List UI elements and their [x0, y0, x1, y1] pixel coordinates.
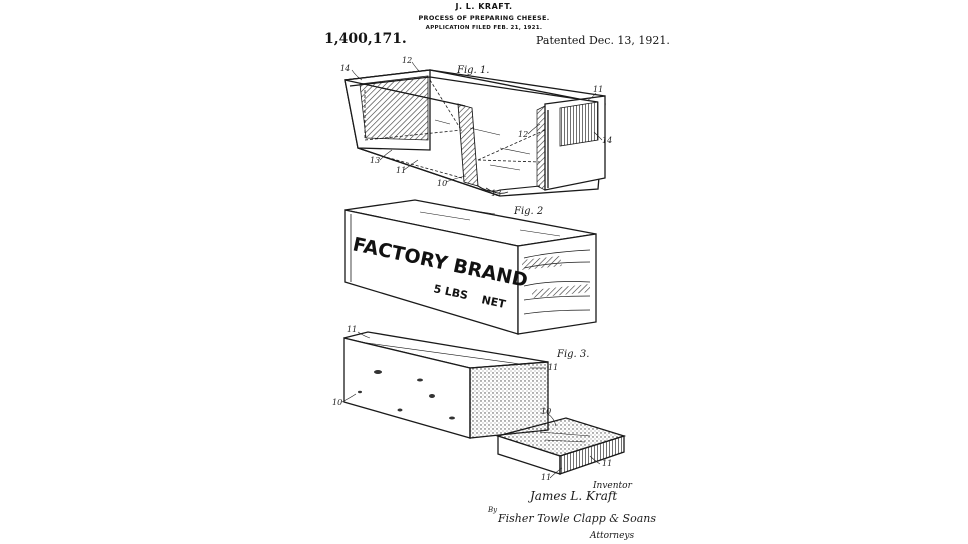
- fig1-ref-14b: 14: [602, 136, 612, 145]
- fig2-label: Fig. 2: [513, 206, 543, 217]
- attorneys-signature: Fisher Towle Clapp & Soans: [497, 512, 656, 525]
- figure-3-cheese-block: [343, 331, 549, 439]
- header-filed-date: APPLICATION FILED FEB. 21, 1921.: [425, 25, 543, 31]
- figure-2-box: [344, 199, 597, 335]
- by-caption: By: [487, 506, 498, 514]
- header-title: PROCESS OF PREPARING CHEESE.: [418, 14, 550, 22]
- attorneys-caption: Attorneys: [589, 531, 635, 541]
- fig3-label: Fig. 3.: [556, 349, 589, 360]
- fig3-ref-10a: 10: [332, 398, 342, 407]
- inventor-signature: James L. Kraft: [527, 489, 617, 503]
- leader-lines: [341, 61, 603, 479]
- figure-1-reference-labels: 14 12 11 12 14 13 11 10 13 Fig. 1.: [340, 56, 612, 198]
- fig3-ref-10b: 10: [541, 407, 551, 416]
- fig3-ref-11c: 11: [541, 473, 551, 482]
- fig1-ref-13a: 13: [370, 156, 380, 165]
- fig3-ref-11a: 11: [347, 325, 357, 334]
- figure-3-cheese-slice: [495, 417, 627, 475]
- fig3-ref-11b: 11: [548, 363, 558, 372]
- fig1-ref-12b: 12: [518, 130, 528, 139]
- figure-3-reference-labels: 11 11 10 10 11 11 Fig. 3.: [332, 325, 612, 482]
- fig1-ref-13b: 13: [491, 189, 501, 198]
- fig1-ref-11a: 11: [593, 85, 603, 94]
- patent-number: 1,400,171.: [324, 31, 407, 47]
- signature-block: Inventor James L. Kraft By Fisher Towle …: [487, 481, 656, 541]
- patent-date: Patented Dec. 13, 1921.: [536, 34, 670, 47]
- fig2-net: NET: [480, 293, 507, 311]
- fig1-ref-14a: 14: [340, 64, 350, 73]
- fig1-ref-12a: 12: [402, 56, 412, 65]
- inventor-caption: Inventor: [592, 481, 633, 491]
- figure-1-box: [344, 69, 606, 197]
- fig1-ref-11b: 11: [396, 166, 406, 175]
- header-inventor-name: J. L. KRAFT.: [455, 2, 513, 11]
- fig1-ref-10: 10: [437, 179, 447, 188]
- fig3-ref-11d: 11: [602, 459, 612, 468]
- fig1-label: Fig. 1.: [456, 65, 489, 76]
